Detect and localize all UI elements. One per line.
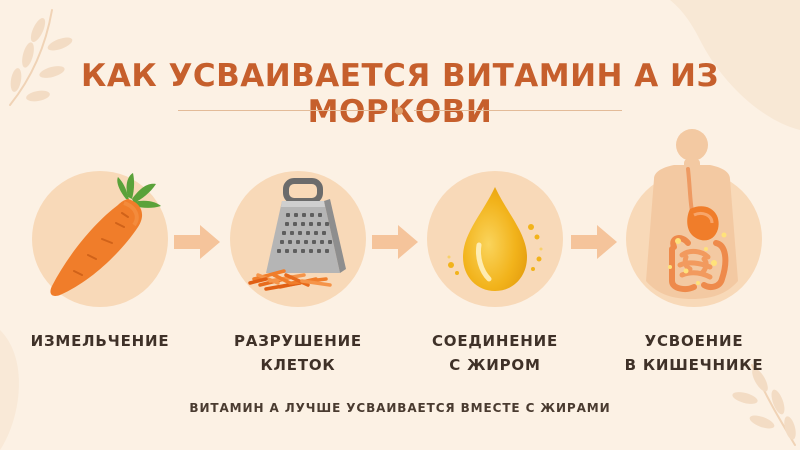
step-3-circle bbox=[427, 171, 563, 307]
arrow-2-icon bbox=[372, 225, 418, 259]
step-2-label: РАЗРУШЕНИЕ КЛЕТОК bbox=[208, 329, 388, 377]
oil-drop-icon bbox=[447, 187, 543, 291]
grater-icon bbox=[248, 178, 346, 291]
step-4-circle bbox=[626, 129, 762, 307]
step-1-circle bbox=[32, 171, 168, 307]
step-4-label-line-2: В КИШЕЧНИКЕ bbox=[624, 356, 764, 374]
carrot-icon bbox=[50, 173, 161, 296]
step-3-label-line-2: С ЖИРОМ bbox=[449, 356, 541, 374]
step-3-label-line-1: СОЕДИНЕНИЕ bbox=[431, 332, 559, 350]
step-1-label: ИЗМЕЛЬЧЕНИЕ bbox=[10, 329, 190, 353]
arrow-3-icon bbox=[571, 225, 617, 259]
step-1-label-line-1: ИЗМЕЛЬЧЕНИЕ bbox=[30, 332, 170, 350]
footer-note: ВИТАМИН А ЛУЧШЕ УСВАИВАЕТСЯ ВМЕСТЕ С ЖИР… bbox=[189, 401, 611, 415]
arrow-1-icon bbox=[174, 225, 220, 259]
title-divider bbox=[178, 104, 622, 118]
step-2-circle bbox=[230, 171, 366, 307]
step-2-label-line-1: РАЗРУШЕНИЕ bbox=[234, 332, 362, 350]
page-title: КАК УСВАИВАЕТСЯ ВИТАМИН А ИЗ МОРКОВИ bbox=[80, 58, 720, 130]
step-4-label-line-1: УСВОЕНИЕ bbox=[644, 332, 744, 350]
leaf-branch-top-left-icon bbox=[9, 9, 53, 106]
step-4-label: УСВОЕНИЕ В КИШЕЧНИКЕ bbox=[604, 329, 784, 377]
step-3-label: СОЕДИНЕНИЕ С ЖИРОМ bbox=[405, 329, 585, 377]
digestive-system-icon bbox=[646, 129, 738, 299]
step-2-label-line-2: КЛЕТОК bbox=[260, 356, 336, 374]
